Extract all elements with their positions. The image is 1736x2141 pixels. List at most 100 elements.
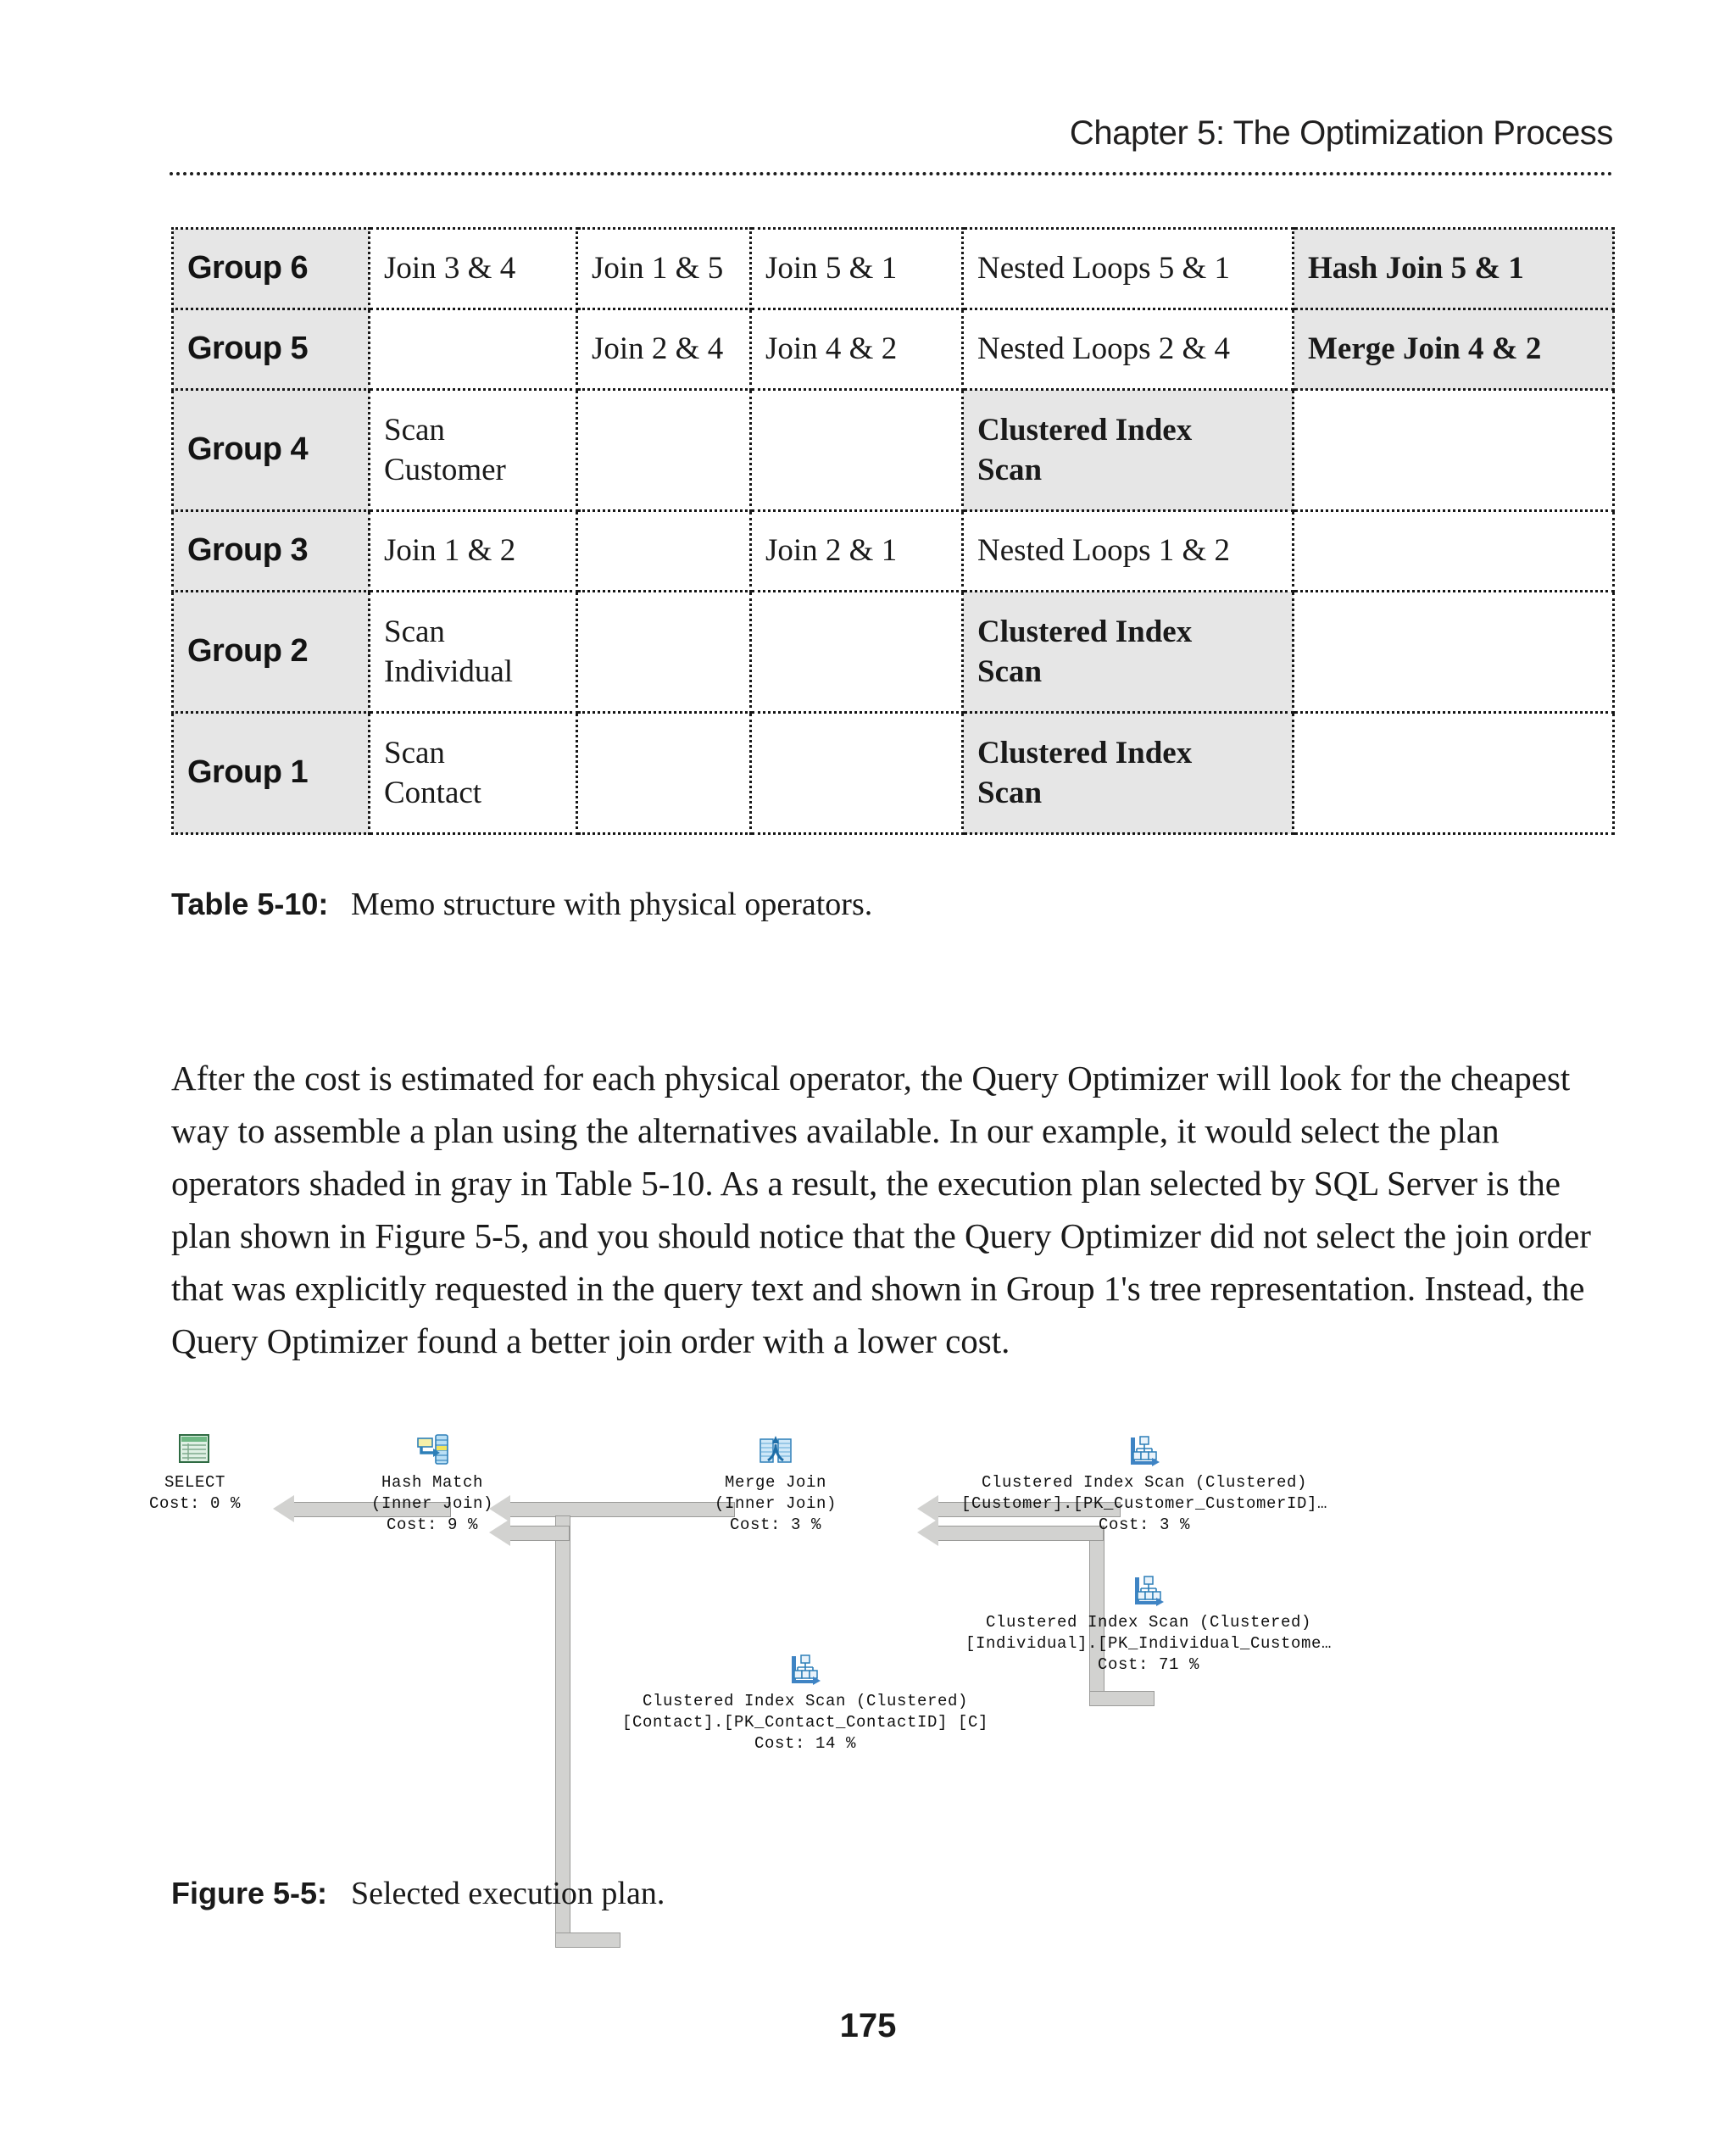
hash-match-icon bbox=[417, 1434, 448, 1465]
merge-join-icon bbox=[760, 1436, 792, 1463]
arrowhead-mergejoin-bottom bbox=[917, 1519, 938, 1546]
body-paragraph: After the cost is estimated for each phy… bbox=[171, 1059, 1591, 1360]
cell-line: Clustered Index bbox=[977, 614, 1193, 649]
header-rule bbox=[170, 172, 1613, 175]
table-cell: Join 5 & 1 bbox=[749, 227, 964, 310]
plan-node-select-line1: SELECT bbox=[164, 1473, 225, 1492]
table-cell bbox=[576, 711, 752, 835]
table-cell bbox=[576, 590, 752, 714]
table-cell bbox=[1292, 509, 1615, 592]
table-cell: Hash Join 5 & 1 bbox=[1292, 227, 1615, 310]
plan-node-select[interactable]: SELECT Cost: 0 % bbox=[110, 1432, 280, 1515]
cell-line: Individual bbox=[384, 654, 514, 689]
plan-node-scan-individual-line3: Cost: 71 % bbox=[1097, 1655, 1200, 1674]
table-cell bbox=[576, 388, 752, 512]
table-cell: Nested Loops 2 & 4 bbox=[961, 308, 1294, 391]
plan-node-scan-individual[interactable]: Clustered Index Scan (Clustered) [Indivi… bbox=[932, 1572, 1365, 1676]
cell-line: Scan bbox=[977, 453, 1043, 487]
cell-line: Scan bbox=[384, 735, 445, 770]
cell-line: Customer bbox=[384, 453, 506, 487]
plan-node-merge-join-line2: (Inner Join) bbox=[714, 1494, 837, 1513]
table-cell bbox=[749, 590, 964, 714]
table-cell: Join 4 & 2 bbox=[749, 308, 964, 391]
figure-caption-text: Selected execution plan. bbox=[351, 1876, 665, 1911]
table-cell bbox=[1292, 388, 1615, 512]
plan-node-scan-customer-line1: Clustered Index Scan (Clustered) bbox=[981, 1473, 1308, 1492]
cell-line: Scan bbox=[977, 776, 1043, 810]
running-head: Chapter 5: The Optimization Process bbox=[1069, 114, 1614, 152]
plan-node-hash-match[interactable]: Hash Match (Inner Join) Cost: 9 % bbox=[339, 1432, 526, 1536]
table-cell bbox=[749, 388, 964, 512]
plan-node-scan-contact-line1: Clustered Index Scan (Clustered) bbox=[642, 1692, 969, 1710]
table-cell: Join 2 & 1 bbox=[749, 509, 964, 592]
table-cell: Join 3 & 4 bbox=[368, 227, 578, 310]
result-grid-icon bbox=[179, 1434, 209, 1463]
table-caption-label: Table 5-10: bbox=[171, 887, 329, 921]
table-cell bbox=[576, 509, 752, 592]
table-cell bbox=[368, 308, 578, 391]
plan-node-scan-customer[interactable]: Clustered Index Scan (Clustered) [Custom… bbox=[932, 1432, 1356, 1536]
plan-node-scan-contact[interactable]: Clustered Index Scan (Clustered) [Contac… bbox=[593, 1651, 1017, 1755]
table-cell bbox=[1292, 590, 1615, 714]
plan-node-scan-contact-line2: [Contact].[PK_Contact_ContactID] [C] bbox=[621, 1713, 989, 1732]
table-cell: Join 1 & 5 bbox=[576, 227, 752, 310]
plan-node-scan-individual-line1: Clustered Index Scan (Clustered) bbox=[985, 1613, 1312, 1632]
plan-node-scan-individual-line2: [Individual].[PK_Individual_Custome… bbox=[965, 1634, 1333, 1653]
group-label-cell: Group 3 bbox=[171, 509, 370, 592]
plan-node-hash-match-line2: (Inner Join) bbox=[370, 1494, 494, 1513]
clustered-index-scan-icon bbox=[1131, 1436, 1160, 1466]
plan-node-merge-join-line1: Merge Join bbox=[724, 1473, 827, 1492]
table-cell: Merge Join 4 & 2 bbox=[1292, 308, 1615, 391]
arrowhead-hashmatch-bottom bbox=[489, 1519, 510, 1546]
plan-node-scan-customer-line3: Cost: 3 % bbox=[1098, 1515, 1191, 1534]
execution-plan-diagram: SELECT Cost: 0 % Hash Match (Inner Join)… bbox=[0, 1407, 1736, 1948]
table-cell: Nested Loops 5 & 1 bbox=[961, 227, 1294, 310]
plan-node-scan-contact-line3: Cost: 14 % bbox=[754, 1734, 857, 1753]
plan-node-merge-join[interactable]: Merge Join (Inner Join) Cost: 3 % bbox=[678, 1432, 873, 1536]
table-cell bbox=[749, 711, 964, 835]
group-label-cell: Group 6 bbox=[171, 227, 370, 310]
cell-line: Contact bbox=[384, 776, 482, 810]
cell-line: Scan bbox=[384, 614, 445, 649]
group-label-cell: Group 2 bbox=[171, 590, 370, 714]
cell-line: Scan bbox=[384, 412, 445, 448]
page-number: 175 bbox=[839, 2007, 897, 2044]
table-cell: Nested Loops 1 & 2 bbox=[961, 509, 1294, 592]
plan-node-select-line2: Cost: 0 % bbox=[148, 1494, 242, 1513]
table-caption-text: Memo structure with physical operators. bbox=[351, 887, 873, 922]
plan-node-hash-match-line1: Hash Match bbox=[381, 1473, 484, 1492]
plan-node-merge-join-line3: Cost: 3 % bbox=[729, 1515, 822, 1534]
arrowhead-select bbox=[273, 1495, 294, 1522]
table-cell: Join 2 & 4 bbox=[576, 308, 752, 391]
cell-line: Scan bbox=[977, 654, 1043, 689]
table-cell bbox=[1292, 711, 1615, 835]
figure-caption-label: Figure 5-5: bbox=[171, 1876, 328, 1910]
cell-line: Clustered Index bbox=[977, 412, 1193, 448]
figure-caption: Figure 5-5: Selected execution plan. bbox=[171, 1875, 665, 1912]
plan-node-scan-customer-line2: [Customer].[PK_Customer_CustomerID]… bbox=[960, 1494, 1328, 1513]
cell-line: Clustered Index bbox=[977, 735, 1193, 770]
clustered-index-scan-icon bbox=[1135, 1576, 1164, 1606]
connector-contact-horizontal bbox=[555, 1932, 620, 1948]
table-cell: Join 1 & 2 bbox=[368, 509, 578, 592]
group-label-cell: Group 4 bbox=[171, 388, 370, 512]
group-label-cell: Group 1 bbox=[171, 711, 370, 835]
arrowhead-hashmatch-top bbox=[489, 1495, 510, 1522]
clustered-index-scan-icon bbox=[792, 1654, 821, 1685]
table-caption: Table 5-10: Memo structure with physical … bbox=[171, 886, 872, 923]
connector-individual-horizontal bbox=[1089, 1691, 1155, 1706]
group-label-cell: Group 5 bbox=[171, 308, 370, 391]
